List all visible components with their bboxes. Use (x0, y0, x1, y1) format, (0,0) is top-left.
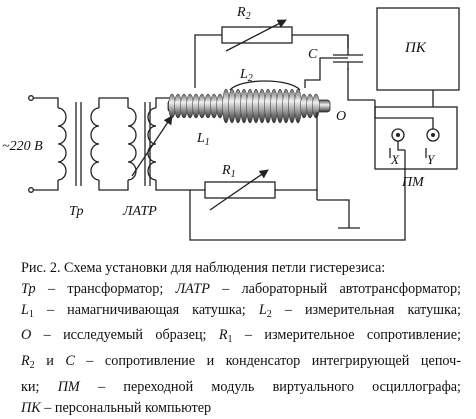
capacitor-c (333, 54, 363, 70)
caption-title: Рис. 2. Схема установки для наблюдения п… (21, 260, 386, 276)
resistor-r1-label: R1 (221, 163, 236, 180)
coil-assembly (167, 80, 331, 124)
pc-label: ПК (404, 40, 427, 56)
pm-module-box (374, 106, 458, 170)
coil-winding (312, 93, 320, 119)
caption-line-5: R2 и С – сопротивление и конденсатор инт… (21, 353, 461, 372)
pm-y-label: Y (427, 152, 436, 167)
resistor-r2 (221, 19, 293, 52)
capacitor-c-label: C (308, 47, 318, 62)
autotransformer-latr (127, 97, 190, 191)
pc-box (376, 7, 460, 91)
latr-label: ЛАТР (122, 204, 157, 219)
caption-line-7: ПК – персональный компьютер (21, 399, 212, 416)
pm-x-label: X (390, 152, 400, 167)
coil-l2-label: L2 (239, 67, 253, 84)
caption-line-6: ки; ПМ – переходной модуль виртуального … (21, 378, 461, 395)
figure-caption: Рис. 2. Схема установки для наблюдения п… (21, 258, 461, 419)
caption-line-3: L1 – намагничивающая катушка; L2 – измер… (21, 301, 462, 320)
coil-l1-label: L1 (196, 131, 210, 148)
caption-line-2: Тр – трансформатор; ЛАТР – лабораторный … (21, 280, 461, 297)
integrator-circuit (194, 34, 375, 101)
mains-input (28, 95, 59, 193)
caption-line-4: О – исследуемый образец; R1 – измеритель… (21, 327, 461, 346)
transformer-label: Тр (69, 204, 83, 219)
pm-label: ПМ (401, 175, 425, 190)
sample-label: O (336, 109, 346, 124)
pm-wiring (374, 100, 434, 151)
resistor-r2-label: R2 (236, 5, 251, 22)
mains-voltage-label: ~220 В (2, 139, 43, 154)
resistor-r1 (204, 169, 276, 211)
circuit-schematic: ~220 В Тр ЛАТР L1 L2 O (2, 5, 460, 241)
l1-circuit (189, 112, 406, 241)
transformer-tr (57, 97, 129, 191)
